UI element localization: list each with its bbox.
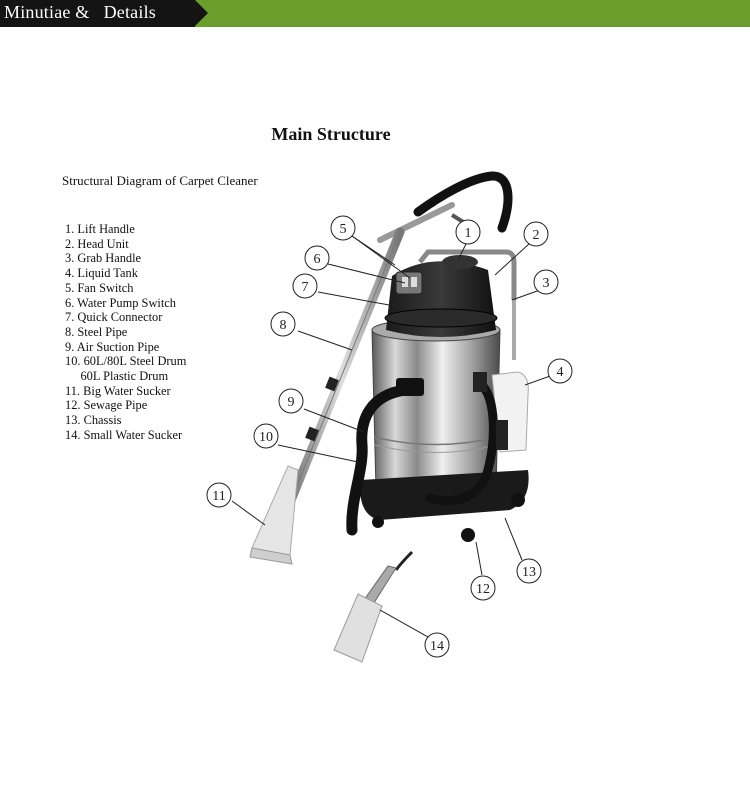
legend-item: 11. Big Water Sucker [65, 383, 171, 398]
legend-item: 4. Liquid Tank [65, 266, 138, 281]
callout-6: 6 [304, 245, 330, 271]
callout-1-label: 1 [465, 226, 472, 241]
legend-item: 3. Grab Handle [65, 251, 142, 266]
callout-8: 8 [270, 311, 296, 337]
callout-5: 5 [330, 215, 356, 241]
tab-arrow-shape [195, 0, 208, 26]
legend-item: 5. Fan Switch [65, 280, 134, 295]
legend-item: 12. Sewage Pipe [65, 398, 148, 413]
callout-12-label: 12 [476, 582, 490, 597]
legend-item: 6. Water Pump Switch [65, 295, 176, 310]
legend-item: 60L Plastic Drum [65, 369, 169, 384]
legend-item: 13. Chassis [65, 413, 122, 428]
legend-item: 10. 60L/80L Steel Drum [65, 354, 187, 369]
callout-14-label: 14 [430, 639, 444, 654]
section-tab-label: Minutiae & Details [4, 2, 156, 22]
callout-7-label: 7 [302, 280, 309, 295]
legend-item: 1. Lift Handle [65, 222, 135, 236]
chassis [359, 470, 529, 542]
legend-item: 8. Steel Pipe [65, 324, 128, 339]
callout-11-label: 11 [212, 489, 225, 504]
head-unit [384, 255, 498, 337]
parts-legend: 1. Lift Handle 2. Head Unit 3. Grab Hand… [65, 222, 186, 443]
steel-drum [371, 318, 501, 499]
legend-item: 9. Air Suction Pipe [65, 339, 160, 354]
callout-3: 3 [533, 269, 559, 295]
page-title: Main Structure [271, 124, 391, 144]
diagram-subtitle: Structural Diagram of Carpet Cleaner [62, 173, 258, 188]
grab-handle [418, 249, 517, 360]
callout-11: 11 [206, 482, 232, 508]
callout-2: 2 [523, 221, 549, 247]
callout-2-label: 2 [533, 228, 540, 243]
callout-7: 7 [292, 273, 318, 299]
callout-9-label: 9 [288, 395, 295, 410]
callout-8-label: 8 [280, 318, 287, 333]
callout-leader-lines [231, 235, 554, 638]
legend-item: 7. Quick Connector [65, 310, 163, 325]
callout-1: 1 [455, 219, 481, 245]
callout-6-label: 6 [314, 252, 321, 267]
callout-5-label: 5 [340, 222, 347, 237]
callout-10: 10 [253, 423, 279, 449]
callout-13-label: 13 [522, 565, 536, 580]
steel-pipe [278, 227, 405, 525]
section-tab: Minutiae & Details [0, 0, 195, 27]
callout-14: 14 [424, 632, 450, 658]
callout-4-label: 4 [557, 365, 564, 380]
callout-3-label: 3 [543, 276, 550, 291]
callout-10-label: 10 [259, 430, 273, 445]
sewage-pipe [425, 372, 508, 506]
header-banner: Minutiae & Details [0, 0, 750, 27]
callout-13: 13 [516, 558, 542, 584]
callout-9: 9 [278, 388, 304, 414]
legend-item: 14. Small Water Sucker [65, 427, 183, 442]
big-water-sucker [249, 465, 299, 565]
legend-item: 2. Head Unit [65, 236, 129, 251]
small-water-sucker [333, 550, 414, 663]
callout-4: 4 [547, 358, 573, 384]
air-suction-pipe [346, 378, 424, 536]
callout-12: 12 [470, 575, 496, 601]
